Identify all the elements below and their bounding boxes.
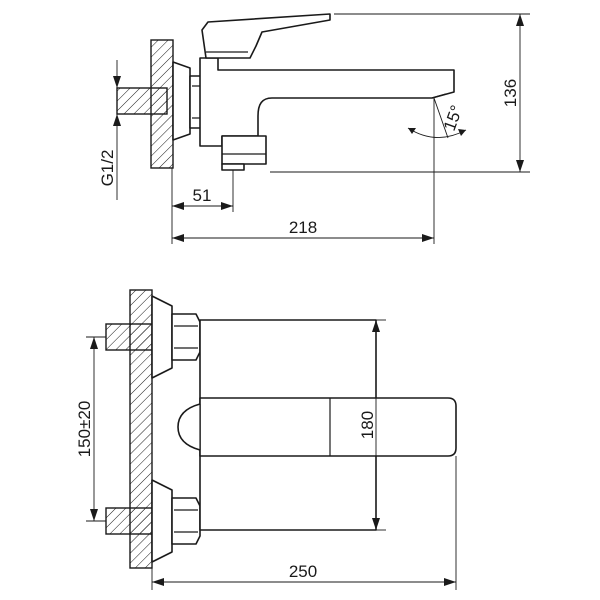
dim-136-arrow-top bbox=[516, 14, 524, 26]
side-handle-lever bbox=[201, 13, 331, 59]
thread-label: G1/2 bbox=[98, 150, 117, 187]
angle-arrow-left bbox=[408, 128, 416, 134]
dim-180-label: 180 bbox=[358, 411, 377, 439]
side-diverter-stem bbox=[221, 163, 245, 171]
angle-stream-line bbox=[433, 97, 449, 139]
top-escutcheon-upper bbox=[151, 295, 173, 379]
dim-218-arrow-left bbox=[172, 234, 184, 242]
angle-arrow-right bbox=[458, 129, 466, 136]
dim-51-arrow-left bbox=[172, 202, 184, 210]
top-hex-nut-upper bbox=[171, 313, 201, 361]
dim-136-label: 136 bbox=[501, 79, 520, 107]
side-escutcheon bbox=[172, 61, 191, 141]
side-diverter-body bbox=[221, 135, 267, 165]
dim-150-arrow-bottom bbox=[90, 509, 98, 521]
dim-150-arrow-top bbox=[90, 337, 98, 349]
side-view: 15° 136 G1/2 51 218 bbox=[98, 13, 530, 244]
dim-218-label: 218 bbox=[289, 218, 317, 237]
dim-150-label: 150±20 bbox=[75, 401, 94, 458]
dim-51-arrow-right bbox=[221, 202, 233, 210]
dim-218-arrow-right bbox=[422, 234, 434, 242]
top-inlet-lower bbox=[105, 507, 155, 535]
dim-250-label: 250 bbox=[289, 562, 317, 581]
top-hex-nut-lower bbox=[171, 497, 201, 545]
top-view: 180 150±20 250 bbox=[75, 289, 457, 590]
top-inlet-upper bbox=[105, 323, 155, 351]
dim-250-arrow-left bbox=[152, 578, 164, 586]
dim-136-arrow-bottom bbox=[516, 160, 524, 172]
side-inlet-pipe bbox=[116, 87, 168, 115]
top-handle bbox=[177, 403, 201, 451]
top-wall-plate bbox=[129, 289, 153, 569]
top-escutcheon-lower bbox=[151, 479, 173, 563]
angle-label: 15° bbox=[440, 103, 467, 134]
dim-250-arrow-right bbox=[444, 578, 456, 586]
dim-180-arrow-bottom bbox=[372, 518, 380, 530]
thread-arrow-bottom bbox=[113, 114, 121, 126]
dim-180-arrow-top bbox=[372, 320, 380, 332]
side-spout-tip bbox=[431, 93, 447, 99]
dim-51-label: 51 bbox=[193, 186, 212, 205]
top-spout bbox=[199, 397, 457, 457]
thread-arrow-top bbox=[113, 76, 121, 88]
